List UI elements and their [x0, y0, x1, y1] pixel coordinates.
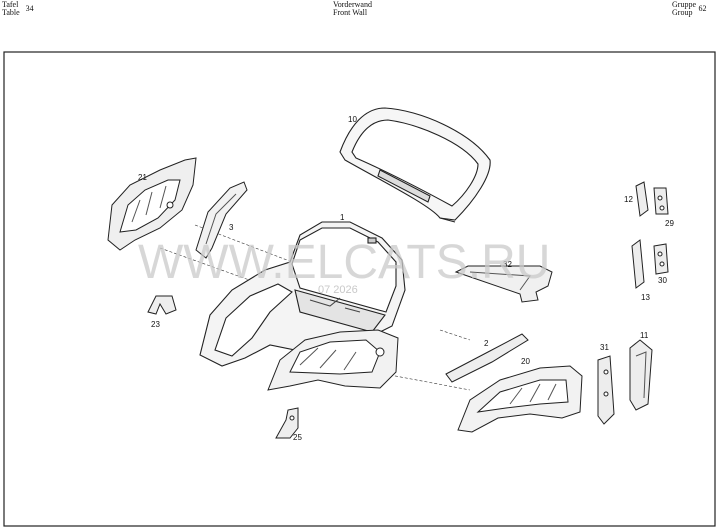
part-29-plate	[653, 187, 669, 215]
table-label: Tafel Table 34	[2, 1, 34, 17]
callout-23: 23	[151, 320, 160, 329]
part-31-bracket	[597, 355, 615, 425]
part-21-side-panel	[107, 157, 197, 251]
callout-30: 30	[658, 276, 667, 285]
callout-3: 3	[229, 223, 234, 232]
callout-13: 13	[641, 293, 650, 302]
part-11-pillar	[629, 339, 653, 411]
part-30-plate	[653, 243, 669, 275]
title-en: Front Wall	[333, 8, 368, 17]
diagram-frame	[3, 51, 716, 527]
table-label-de: Tafel	[2, 0, 19, 9]
callout-1: 1	[340, 213, 345, 222]
part-23-bracket	[147, 295, 177, 315]
part-1-front-wall	[199, 221, 406, 367]
callout-25: 25	[293, 433, 302, 442]
table-number: 34	[25, 4, 34, 13]
callout-labels: 10 21 3 1 12 29 32 13 30 23 2 20 31 11 2…	[138, 115, 674, 442]
callout-10: 10	[348, 115, 357, 124]
callout-29: 29	[665, 219, 674, 228]
explosion-lines	[159, 224, 471, 391]
part-12-bracket	[635, 181, 649, 217]
part-10-window-frame	[339, 107, 491, 223]
part-13-bracket	[631, 239, 645, 289]
group-label: Gruppe Group 62	[672, 1, 706, 17]
part-2-strip	[445, 333, 529, 383]
group-label-de: Gruppe	[672, 0, 696, 9]
page-title: Vorderwand Front Wall	[333, 1, 372, 17]
group-number: 62	[698, 4, 707, 13]
callout-12: 12	[624, 195, 633, 204]
part-3-pillar	[195, 181, 248, 259]
group-label-en: Group	[672, 8, 693, 17]
watermark-text: WWW.ELCATS.RU	[138, 236, 550, 289]
table-label-en: Table	[2, 8, 20, 17]
part-32-gusset	[454, 265, 553, 303]
part-25-bracket	[275, 407, 299, 439]
part-20-side-panel	[457, 365, 583, 433]
callout-20: 20	[521, 357, 530, 366]
title-de: Vorderwand	[333, 0, 372, 9]
callout-32: 32	[503, 260, 512, 269]
watermark: WWW.ELCATS.RU 07 2026	[138, 236, 550, 296]
watermark-stamp: 07 2026	[318, 284, 358, 296]
callout-2: 2	[484, 339, 489, 348]
part-lower-dash-panel	[267, 329, 399, 391]
callout-31: 31	[600, 343, 609, 352]
callout-11: 11	[640, 331, 649, 340]
callout-21: 21	[138, 173, 147, 182]
